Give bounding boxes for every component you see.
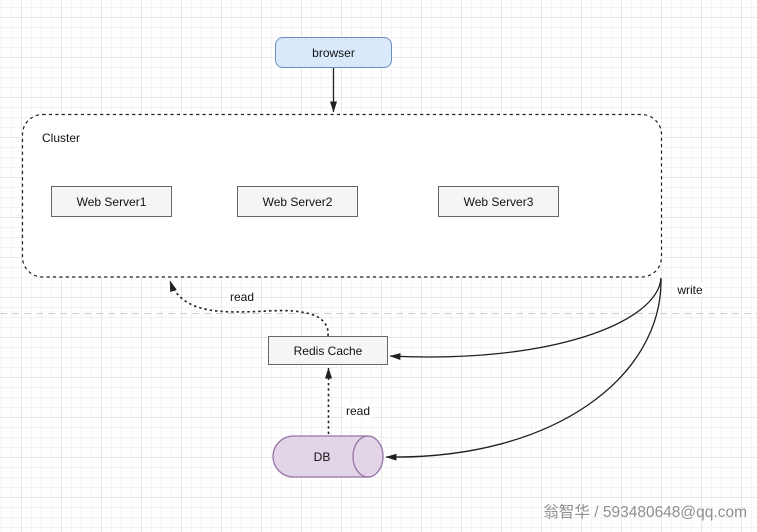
node-browser: browser bbox=[275, 37, 392, 68]
node-web-server2: Web Server2 bbox=[237, 186, 358, 217]
edge-label-read-to-cluster: read bbox=[227, 290, 257, 304]
cluster-title: Cluster bbox=[42, 131, 81, 145]
node-web-server3: Web Server3 bbox=[438, 186, 559, 217]
node-db-label: DB bbox=[313, 449, 331, 464]
author-watermark: 翁智华 / 593480648@qq.com bbox=[543, 504, 747, 521]
write-to-db-arrow bbox=[385, 277, 662, 461]
redis-to-cluster-read-arrow bbox=[169, 280, 329, 337]
edge-label-write: write bbox=[675, 283, 705, 297]
node-redis-cache: Redis Cache bbox=[268, 336, 388, 365]
write-to-redis-arrow bbox=[389, 277, 662, 361]
edge-label-read-from-db: read bbox=[343, 404, 373, 418]
node-web-server1: Web Server1 bbox=[51, 186, 172, 217]
db-cylinder bbox=[272, 435, 384, 478]
